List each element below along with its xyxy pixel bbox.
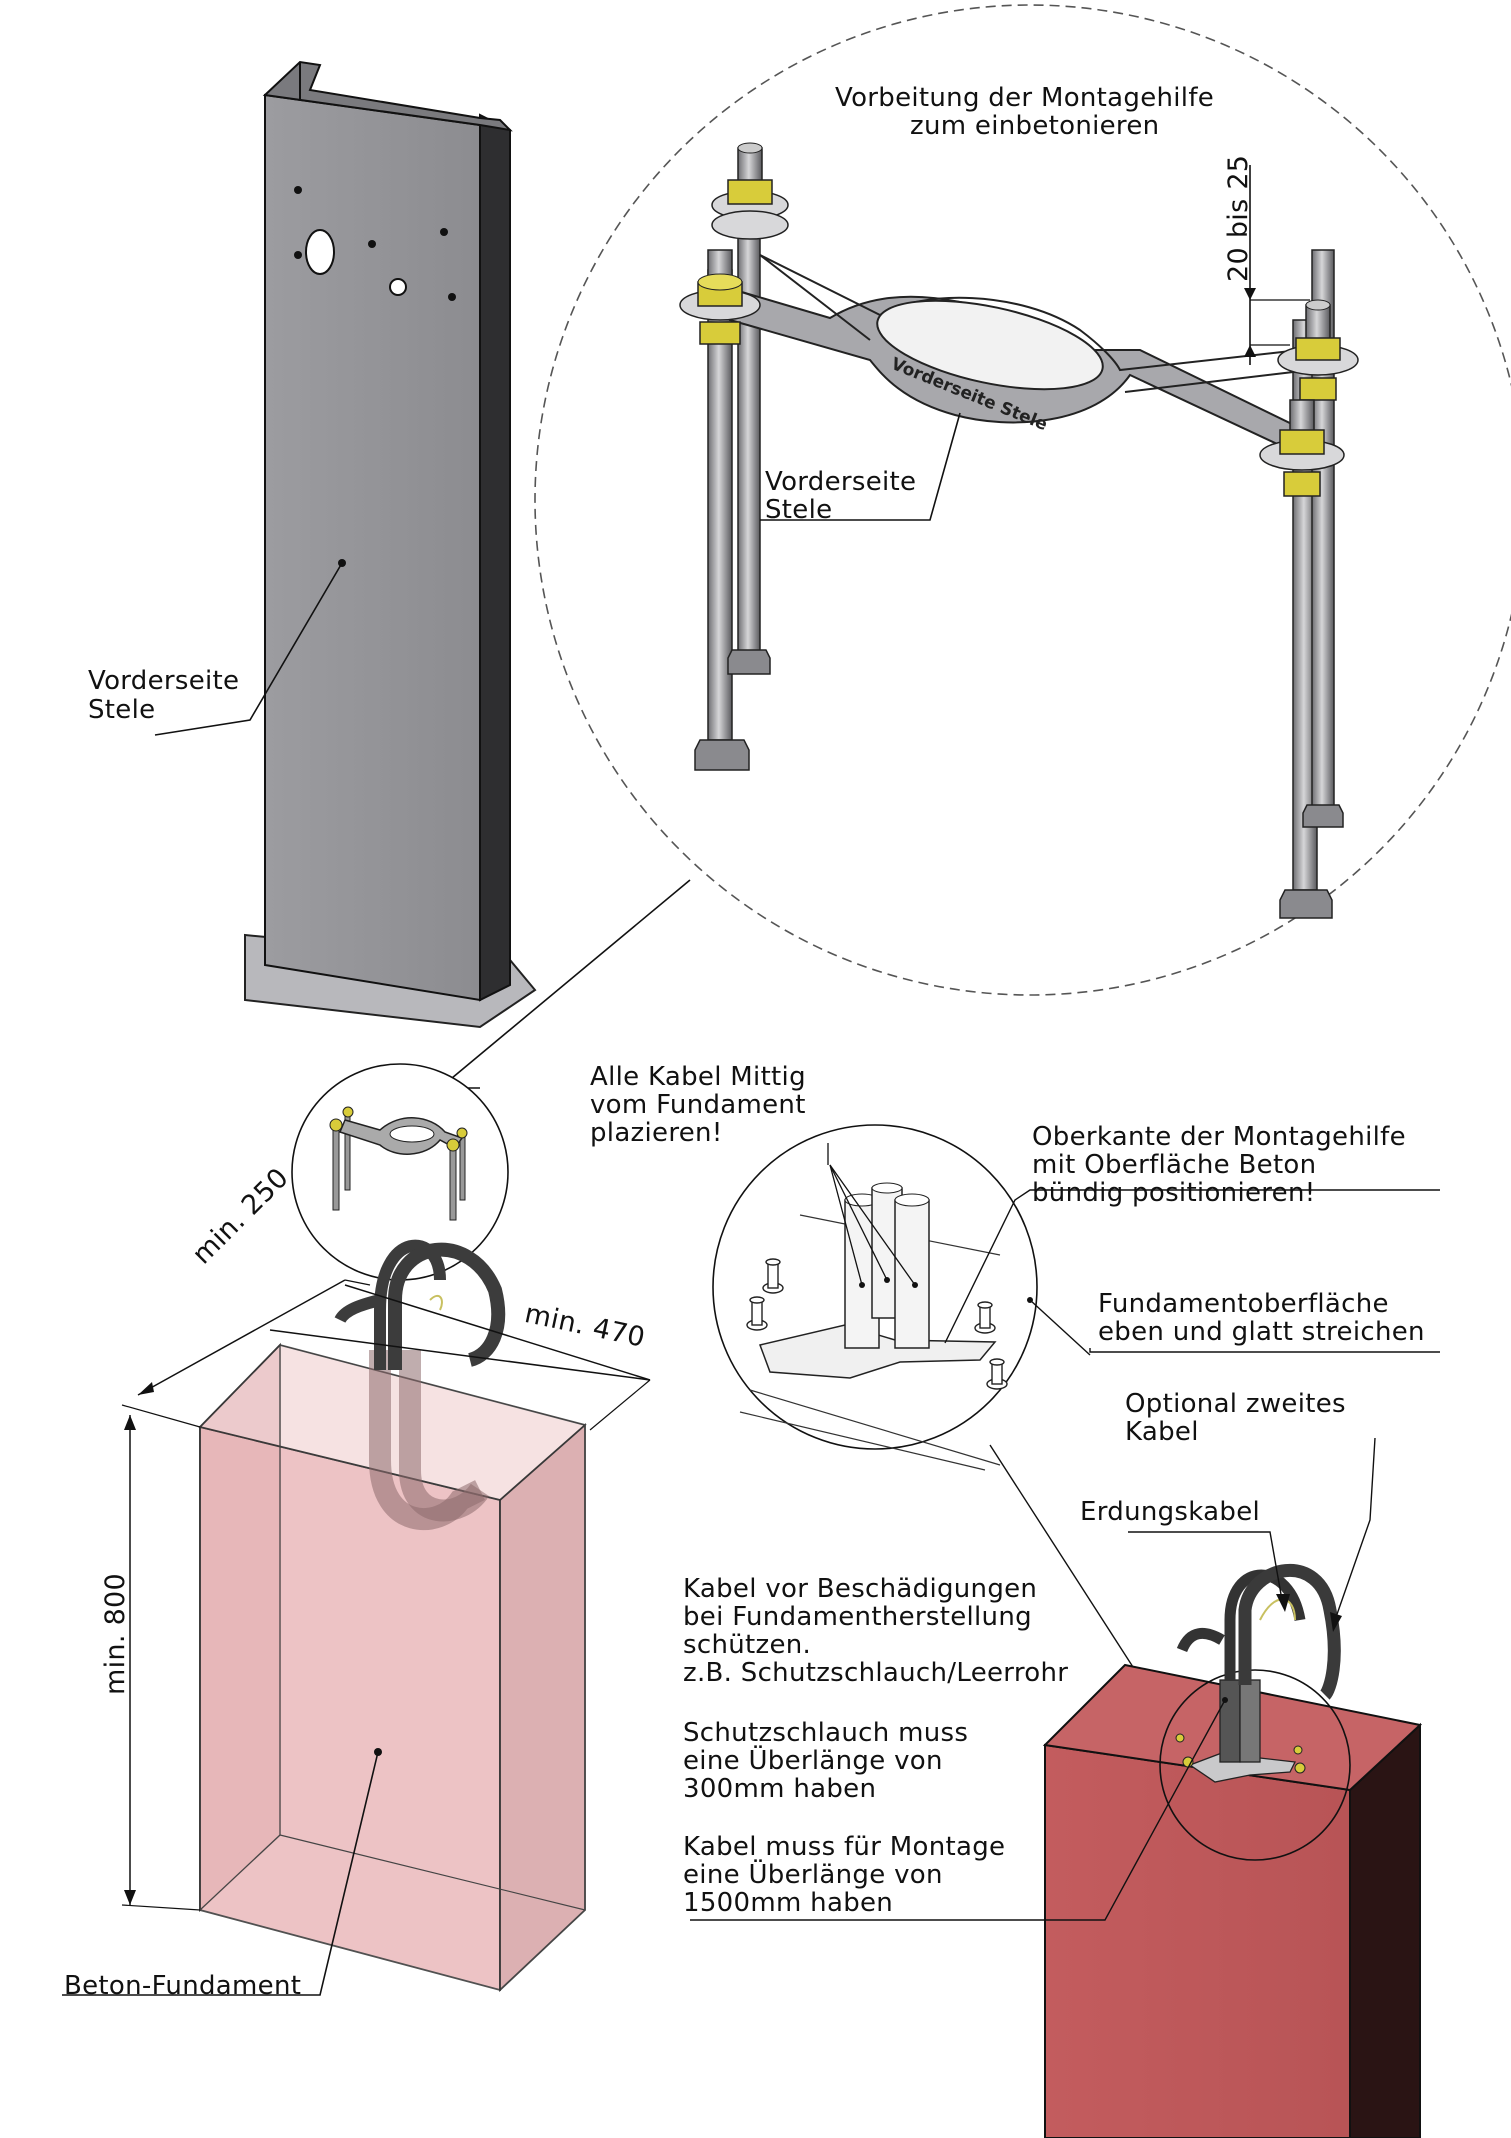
protect-line1: Kabel vor Beschädigungen [683,1574,1038,1604]
upper-nut-left-back [711,142,789,240]
bottom-nut [694,739,750,771]
solid-front-face [1044,1743,1351,2138]
protect-line3: schützen. [683,1630,812,1660]
foundation-right-face [499,1423,586,1993]
upper-nut-right-front [1259,399,1345,497]
protect-line4: z.B. Schutzschlauch/Leerrohr [683,1658,1069,1688]
foundation-solid [690,1437,1423,2138]
cable-length-line2: eine Überlänge von [683,1860,943,1890]
solid-right-face [1349,1722,1421,2138]
top-edge-line2: mit Oberfläche Beton [1032,1150,1317,1180]
upper-nut-right-back [1277,299,1359,401]
dim-20-25-label: 20 bis 25 [1223,154,1254,282]
hose-line1: Schutzschlauch muss [683,1718,969,1748]
post-top-flange [262,60,513,132]
protect-line2: bei Fundamentherstellung [683,1602,1032,1632]
ground-cable-label: Erdungskabel [1080,1497,1261,1527]
cables-center-line2: vom Fundament [590,1090,806,1120]
center-hole [389,278,407,296]
foundation-transparent [62,1239,651,1996]
top-edge-line1: Oberkante der Montagehilfe [1032,1122,1406,1152]
front-stele-mount-line2: Stele [765,495,833,525]
hose-line2: eine Überlänge von [683,1746,943,1776]
upper-nut-left-front [679,249,761,345]
optional-cable-line1: Optional zweites [1125,1389,1346,1419]
dim-470-line [269,1329,651,1381]
prep-title-line2: zum einbetonieren [910,111,1160,141]
optional-cable-line2: Kabel [1125,1417,1199,1447]
cables-center-line1: Alle Kabel Mittig [590,1062,806,1092]
detail-circle [439,4,1511,1089]
top-edge-line3: bündig positionieren! [1032,1178,1316,1208]
front-stele-post-line2: Stele [88,695,156,725]
cables-detail [712,1124,1440,1741]
small-mount-detail [291,1063,509,1281]
cable-length-line1: Kabel muss für Montage [683,1832,1006,1862]
dim-800-label: min. 800 [100,1572,131,1695]
mounting-aid-large: Vorderseite Stele [679,142,1359,919]
surface-line2: eben und glatt streichen [1098,1317,1425,1347]
cables-center-line3: plazieren! [590,1118,723,1148]
dim-250-line [137,1279,346,1396]
front-stele-mount-line1: Vorderseite [765,467,917,497]
foundation-label: Beton-Fundament [64,1971,302,2001]
hose-line3: 300mm haben [683,1774,877,1804]
surface-line1: Fundamentoberfläche [1098,1289,1389,1319]
front-stele-post-line1: Vorderseite [88,666,240,696]
stele-post [154,60,537,1029]
cable-entry-hole [305,229,335,275]
post-side-face [479,113,511,1002]
prep-title-line1: Vorbeitung der Montagehilfe [835,83,1215,113]
cable-length-line3: 1500mm haben [683,1888,894,1918]
